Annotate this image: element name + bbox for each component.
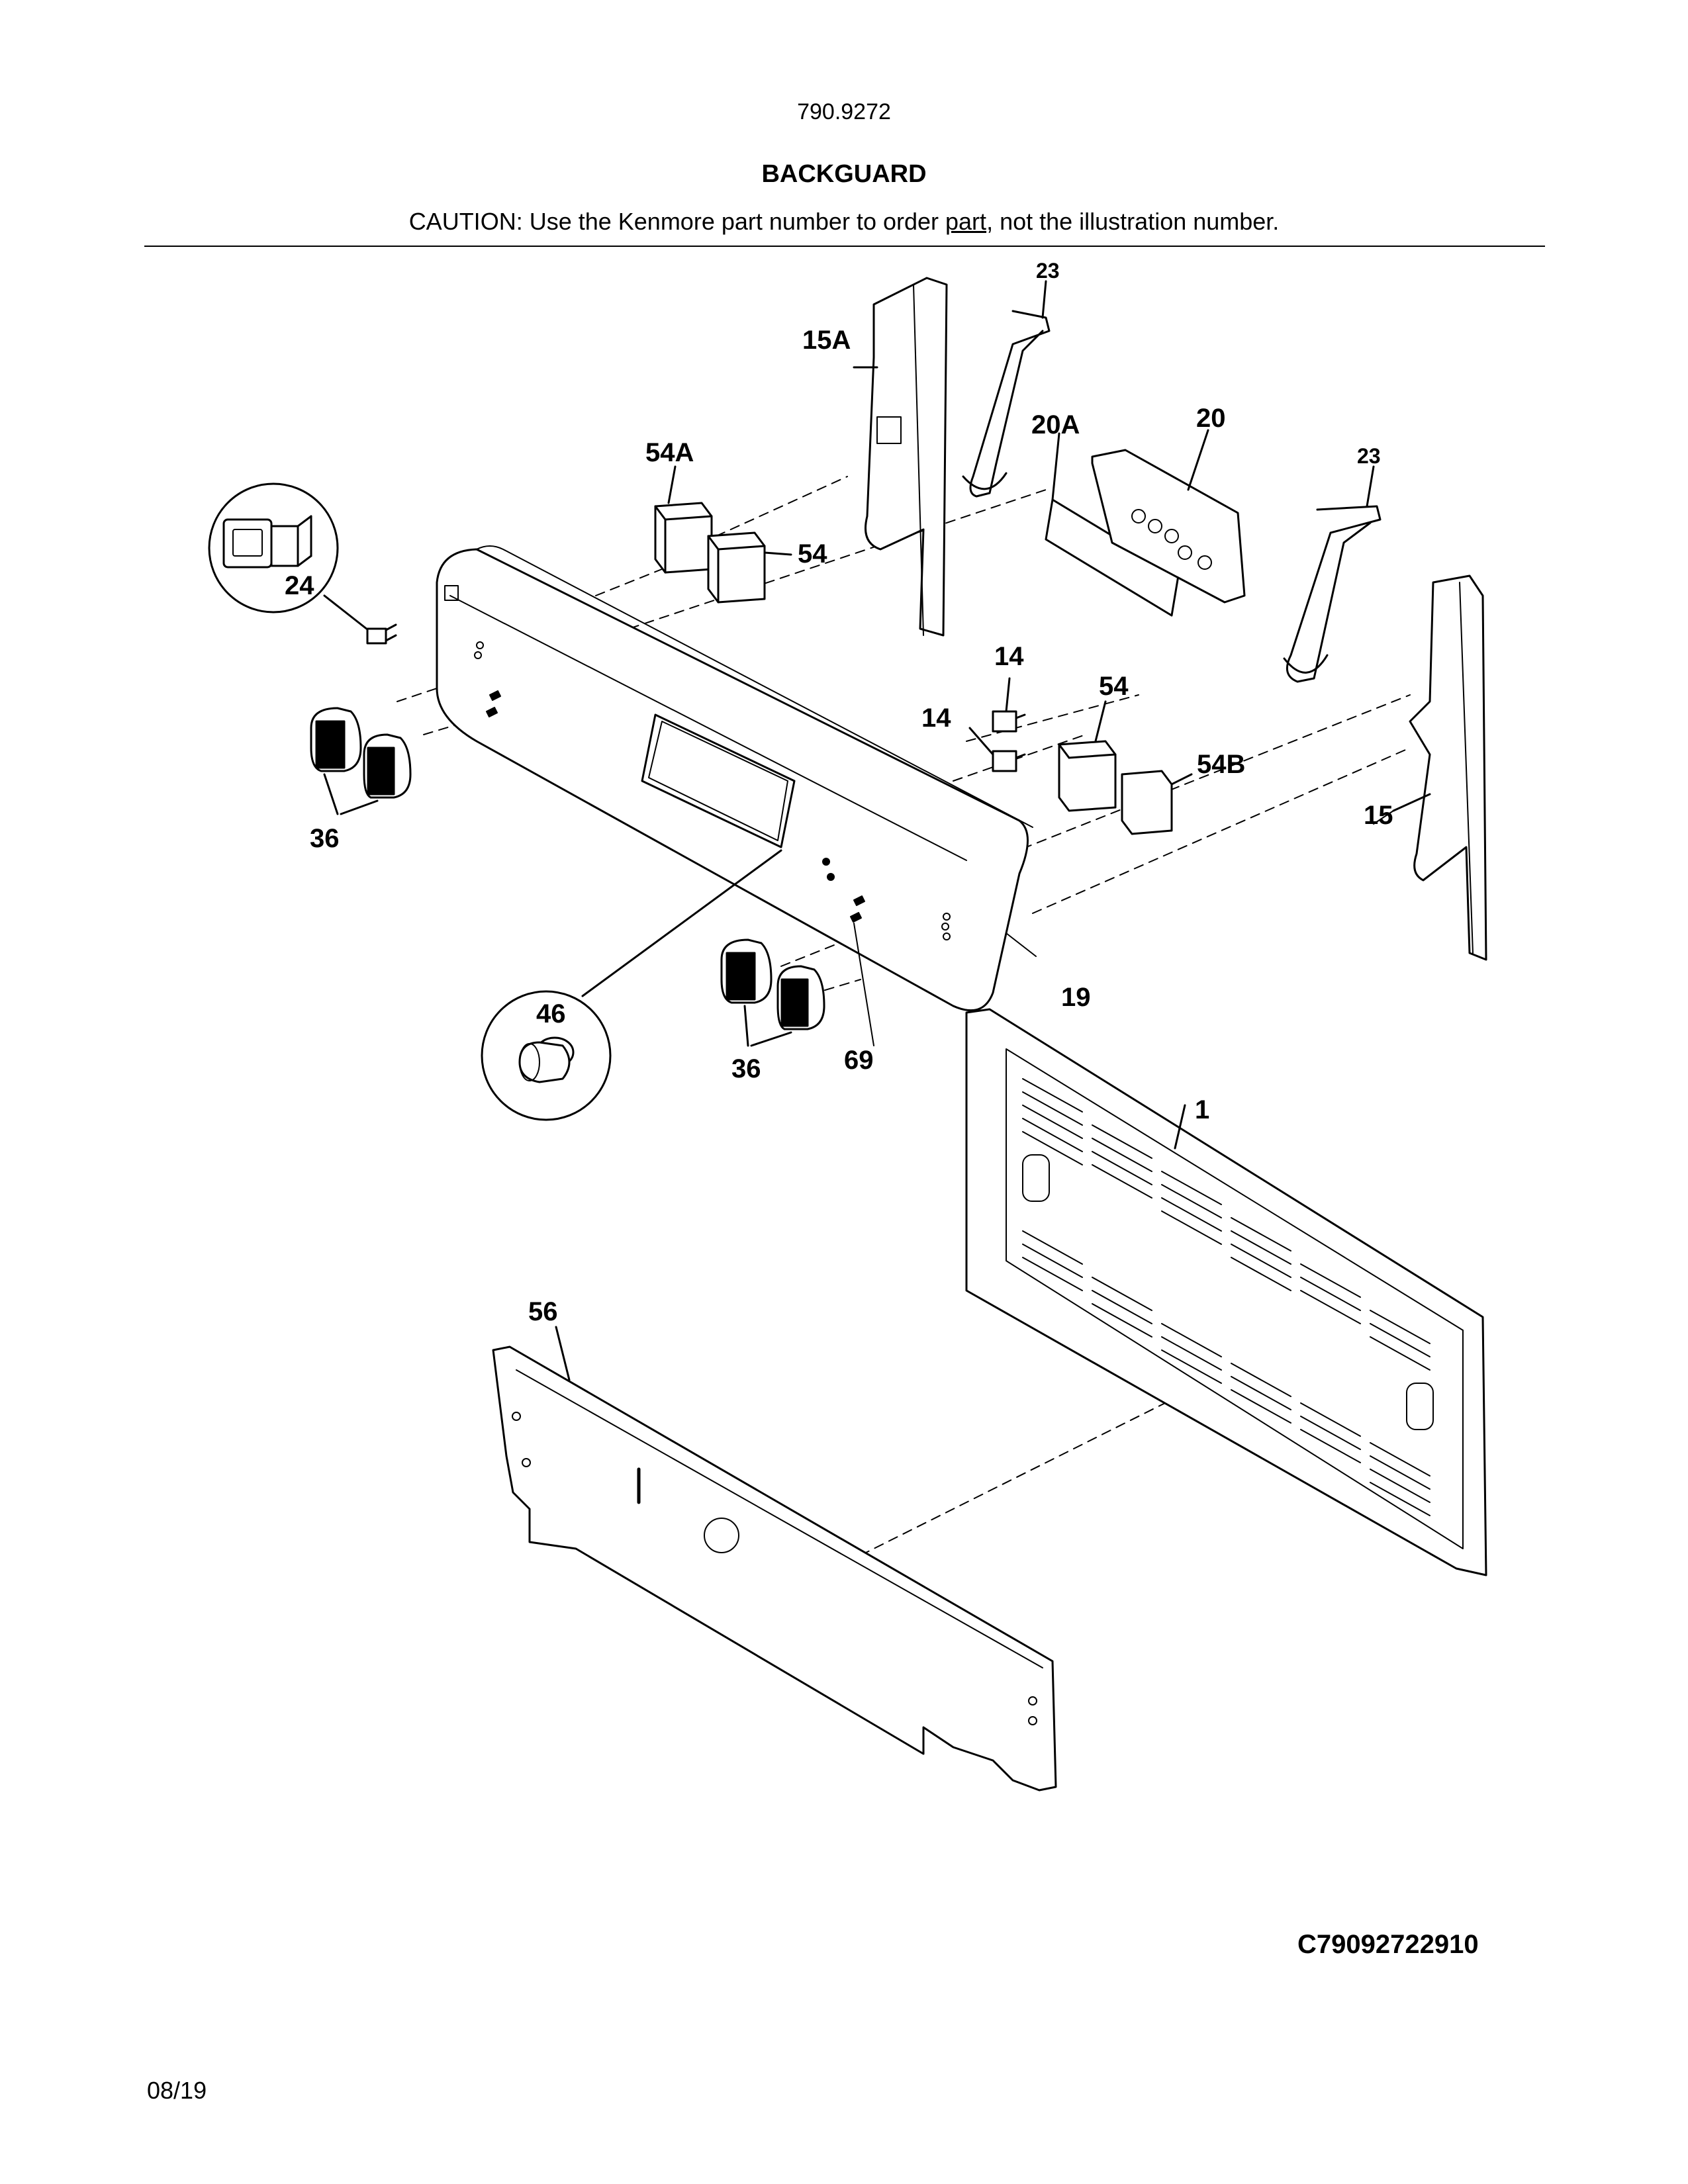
caution-note: CAUTION: Use the Kenmore part number to …: [0, 208, 1688, 236]
callout-46: 46: [536, 999, 566, 1028]
caution-suffix: , not the illustration number.: [986, 208, 1280, 235]
page-title: BACKGUARD: [761, 160, 927, 188]
callout-54B: 54B: [1197, 750, 1245, 779]
header-rule: [144, 246, 1545, 247]
callout-54A: 54A: [645, 438, 694, 467]
part-54B-switch: [1121, 770, 1193, 835]
callout-1: 1: [1195, 1095, 1209, 1124]
part-36-knobs-right: [720, 938, 825, 1047]
callout-36-right: 36: [731, 1054, 761, 1083]
callout-36-left: 36: [310, 824, 340, 853]
callout-54-upper: 54: [798, 539, 827, 569]
callout-14-upper: 14: [994, 642, 1024, 671]
part-54-upper-switch: [707, 531, 792, 604]
rear-panel-louvers: [1022, 1078, 1430, 1516]
callout-15A: 15A: [802, 326, 851, 355]
revision-date: 08/19: [147, 2077, 207, 2104]
part-54-lower-switch: [1058, 700, 1117, 812]
part-15-end-trim: [1392, 574, 1487, 961]
callout-69: 69: [844, 1046, 874, 1075]
part-23-bracket-lower: [1283, 465, 1382, 683]
part-56-lower-panel: [492, 1326, 1057, 1792]
callout-23-upper: 23: [1036, 259, 1060, 283]
callout-56: 56: [528, 1297, 558, 1326]
caution-underlined-word: part: [945, 208, 987, 235]
model-number: 790.9272: [797, 99, 891, 124]
callout-labels: 1 14 14 15 15A 19 20 20A 23 23 24 36 36 …: [285, 259, 1393, 1326]
part-14-switch-upper: [992, 677, 1026, 733]
part-23-bracket-upper: [962, 280, 1051, 498]
callout-20: 20: [1196, 404, 1226, 433]
callout-54-lower: 54: [1099, 672, 1129, 701]
callout-14-lower: 14: [921, 704, 951, 733]
callout-20A: 20A: [1031, 410, 1080, 439]
drawing-code: C79092722910: [1297, 1930, 1479, 1959]
callout-19: 19: [1061, 983, 1091, 1012]
callout-24: 24: [285, 571, 314, 600]
caution-prefix: CAUTION: Use the Kenmore part number to …: [408, 208, 946, 235]
part-14-switch-lower: [968, 727, 1026, 772]
part-36-knobs-left: [310, 707, 412, 815]
part-20-clock-control: [1091, 429, 1246, 604]
part-69-screws: [486, 690, 865, 923]
part-1-rear-panel: [965, 1008, 1487, 1576]
callout-23-lower: 23: [1357, 444, 1381, 468]
part-54A-switch: [654, 465, 713, 574]
leader-lines: [853, 810, 1394, 1046]
part-24-switch-detail: [208, 482, 397, 645]
part-19-backguard-panel: [436, 545, 1033, 1012]
part-46-detail: [481, 849, 782, 1121]
part-15A-end-trim: [853, 277, 948, 637]
callout-15: 15: [1364, 801, 1393, 830]
